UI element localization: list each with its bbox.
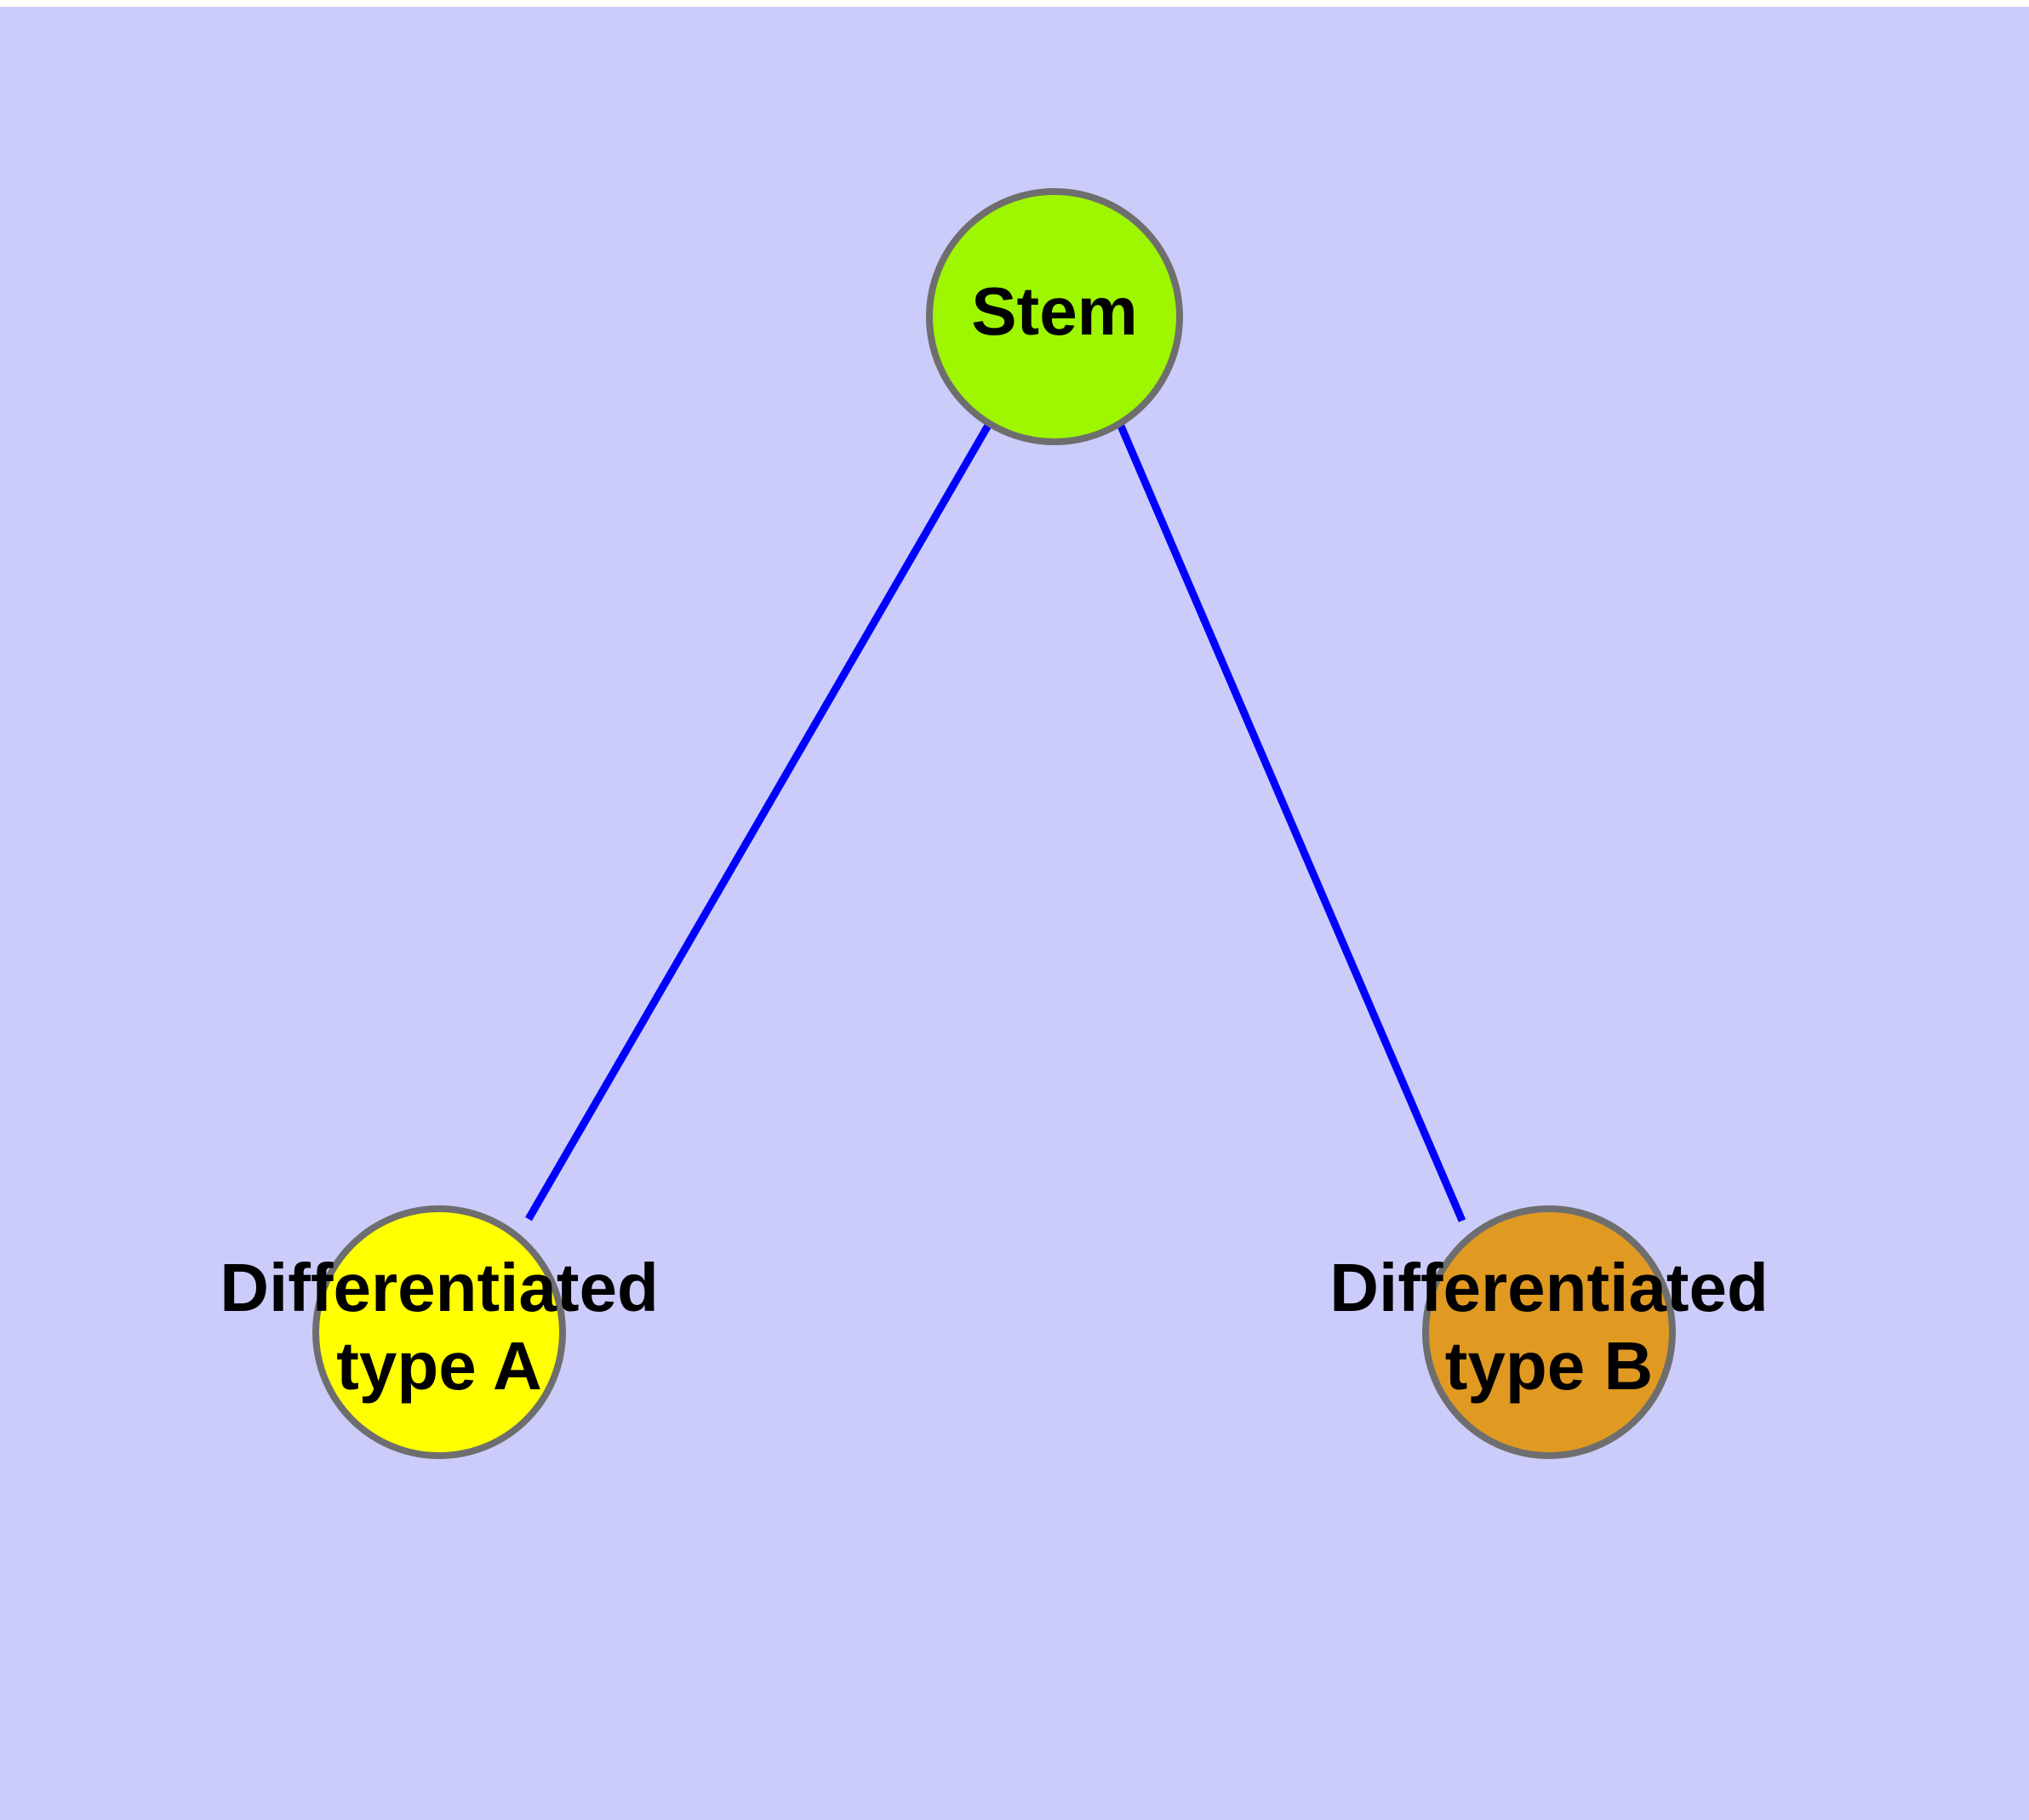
label-line: type B: [1445, 1328, 1654, 1404]
edges-layer: [525, 421, 1466, 1222]
label-line: type A: [336, 1328, 542, 1404]
graph-node-label-stem: Stem: [971, 273, 1138, 349]
graph-edge[interactable]: [525, 421, 992, 1222]
label-line: Differentiated: [1329, 1250, 1769, 1325]
graph-edge[interactable]: [1116, 422, 1466, 1222]
graph-node-diff-b[interactable]: [1422, 1205, 1676, 1459]
label-line: Differentiated: [220, 1250, 659, 1325]
graph-node-diff-a[interactable]: [312, 1205, 566, 1459]
graph-node-stem[interactable]: [926, 188, 1183, 445]
label-line: Stem: [971, 273, 1138, 349]
nodes-layer: [312, 188, 1676, 1459]
